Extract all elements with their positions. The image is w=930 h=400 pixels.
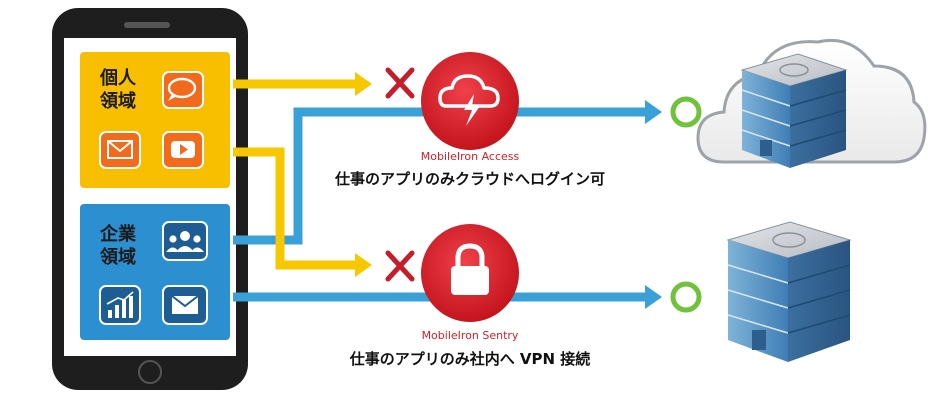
corporate-to-onprem-arrow (645, 285, 662, 309)
chat-icon[interactable] (162, 71, 204, 109)
personal-to-access-arrow (355, 72, 372, 96)
smartphone: 個人 領域 企業 領域 (52, 8, 248, 390)
access-product-name: MobileIron Access (421, 150, 520, 163)
sentry-product-name: MobileIron Sentry (422, 329, 519, 342)
personal-to-sentry-arrow (355, 253, 372, 277)
personal-zone-label-line2: 領域 (100, 90, 136, 112)
bar-chart-icon[interactable] (99, 285, 141, 325)
corporate-to-cloud-arrow (645, 100, 662, 124)
ok-ring-icon (670, 96, 702, 128)
mobileiron-access-node (421, 52, 519, 150)
corporate-zone-label-line1: 企業 (99, 223, 137, 245)
sentry-caption: 仕事のアプリのみ社内へ VPN 接続 (349, 350, 591, 368)
lock-icon (451, 243, 489, 295)
block-x-icon (385, 250, 415, 282)
cloud-lightning-icon (438, 74, 500, 126)
mobileiron-sentry-node (421, 224, 519, 322)
phone-speaker (124, 22, 170, 28)
ok-ring-icon (670, 281, 702, 313)
block-x-icon (385, 67, 415, 99)
people-icon[interactable] (162, 221, 208, 261)
personal-zone-label-line1: 個人 (99, 68, 137, 89)
on-premise-building-icon (726, 221, 852, 362)
phone-home-button (138, 360, 162, 384)
mail-icon[interactable] (99, 131, 141, 169)
corporate-zone-label-line2: 領域 (100, 246, 136, 268)
video-play-icon[interactable] (162, 131, 204, 169)
mail-icon[interactable] (162, 285, 208, 325)
cloud-server (696, 38, 927, 168)
access-caption: 仕事のアプリのみクラウドへログイン可 (334, 170, 605, 188)
personal-to-sentry-line (233, 147, 355, 270)
office-building-icon (740, 53, 848, 168)
